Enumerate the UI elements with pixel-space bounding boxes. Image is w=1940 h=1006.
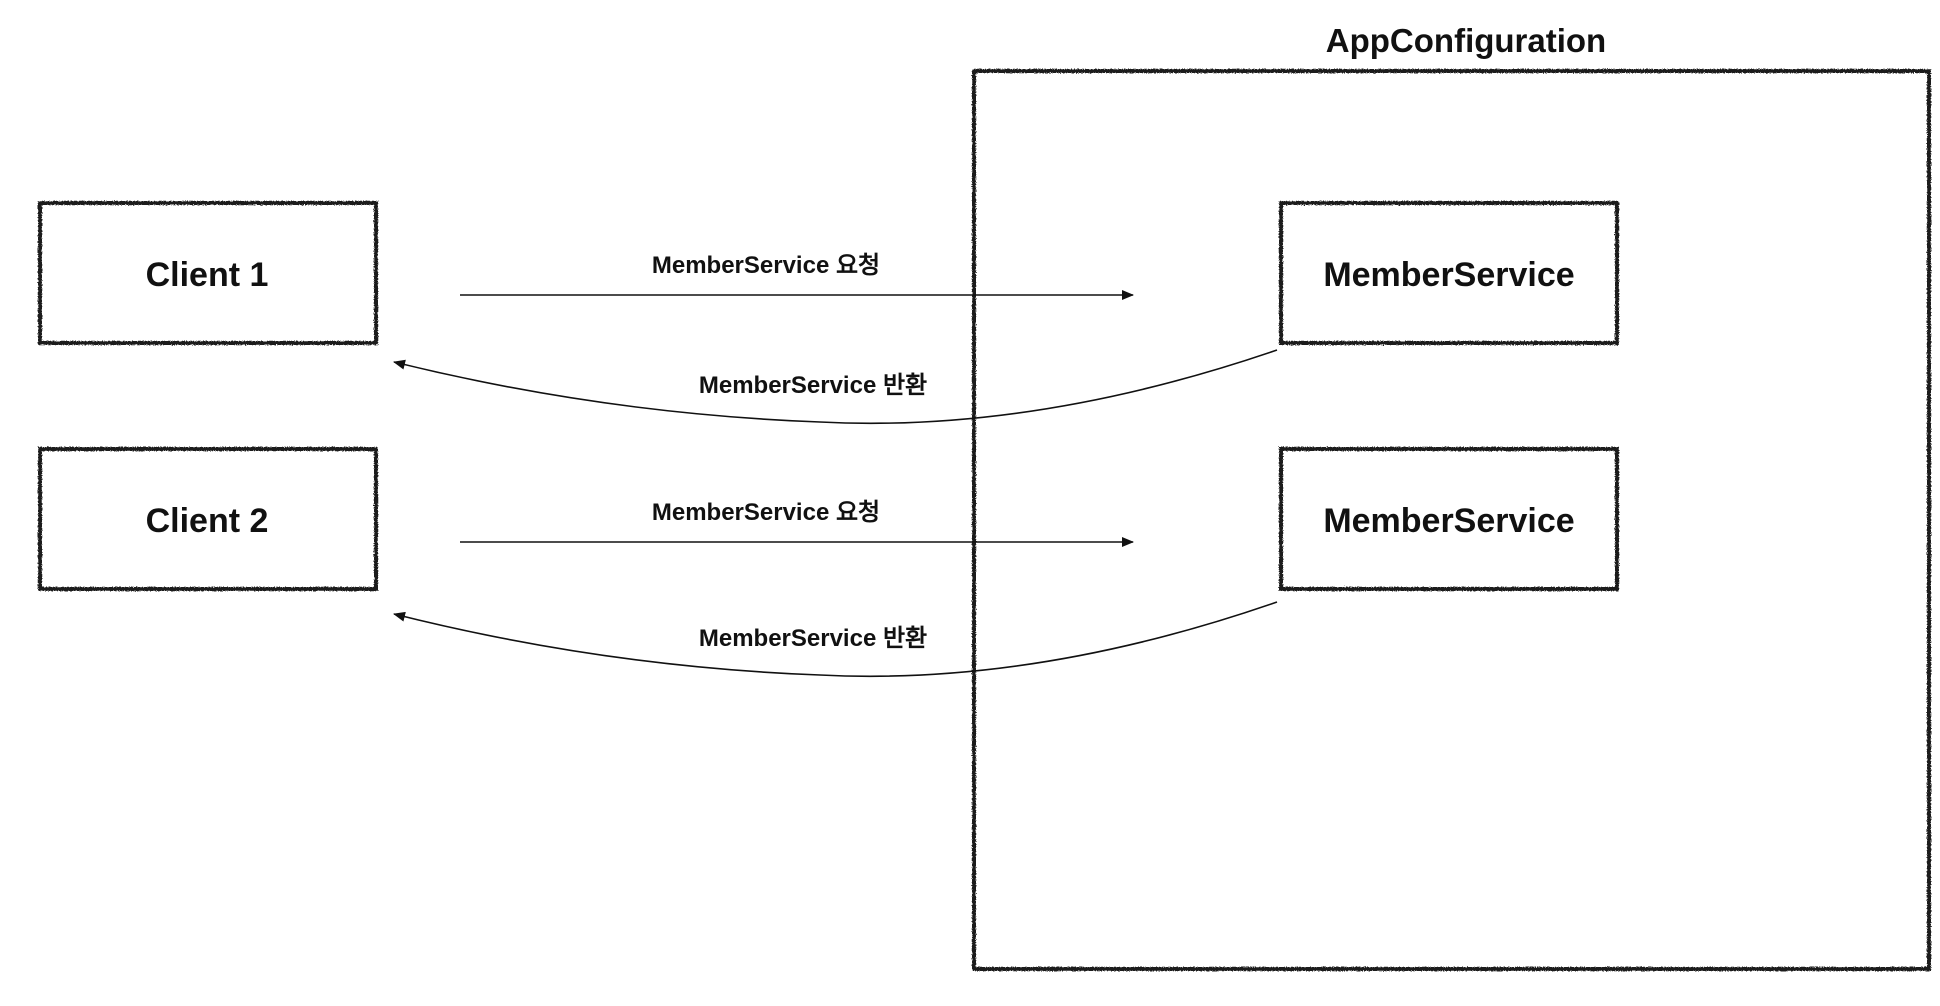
member-service-node-1: MemberService: [1279, 201, 1619, 345]
member-service-label-2: MemberService: [1323, 502, 1574, 540]
client-box-1: [38, 201, 378, 345]
app-configuration-container: AppConfiguration: [972, 22, 1931, 971]
return-label-1: MemberService 반환: [699, 372, 927, 399]
client-node-2: Client 2: [38, 447, 378, 591]
request-edge-2: MemberService 요청: [460, 499, 1134, 547]
return-arrow-2: [393, 601, 1278, 678]
member-service-node-2: MemberService: [1279, 447, 1619, 591]
return-edge-1: MemberService 반환: [393, 349, 1278, 425]
member-service-box-2: [1279, 447, 1619, 591]
app-configuration-title: AppConfiguration: [1326, 22, 1606, 59]
member-service-box-1: [1279, 201, 1619, 345]
request-label-1: MemberService 요청: [652, 252, 880, 279]
request-edge-1: MemberService 요청: [460, 252, 1134, 300]
return-label-2: MemberService 반환: [699, 625, 927, 652]
client-label-1: Client 1: [146, 256, 269, 294]
app-configuration-box: [972, 69, 1931, 971]
return-arrow-1: [393, 349, 1278, 425]
request-label-2: MemberService 요청: [652, 499, 880, 526]
client-node-1: Client 1: [38, 201, 378, 345]
member-service-label-1: MemberService: [1323, 256, 1574, 294]
client-box-2: [38, 447, 378, 591]
client-label-2: Client 2: [146, 502, 269, 540]
return-edge-2: MemberService 반환: [393, 601, 1278, 678]
